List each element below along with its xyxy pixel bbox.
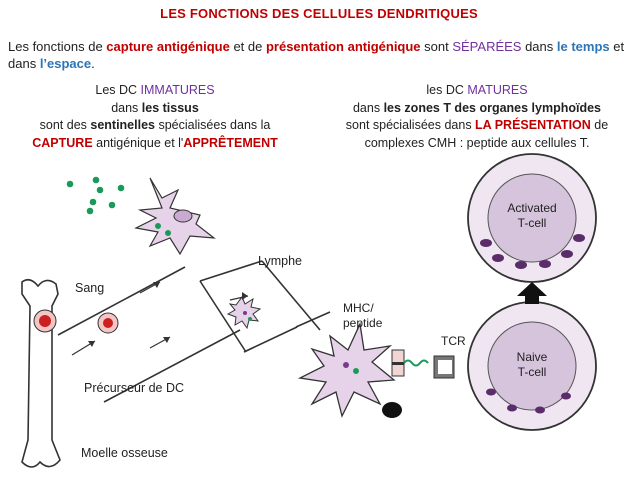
activation-arrow (517, 282, 547, 304)
label-moelle: Moelle osseuse (81, 446, 168, 460)
presentation-term: présentation antigénique (265, 39, 421, 54)
peptide (403, 359, 429, 367)
label-tcr: TCR (441, 334, 466, 348)
antigen-dots (66, 176, 125, 215)
label-precurseur: Précurseur de DC (84, 381, 185, 395)
label-lymphe: Lymphe (258, 254, 303, 268)
separees-term: SÉPARÉES (452, 39, 522, 54)
capture-term: capture antigénique (106, 39, 230, 54)
costimulatory-molecule (382, 402, 402, 418)
intro-text: Les fonctions de capture antigénique et … (8, 39, 625, 71)
label-sang: Sang (75, 281, 105, 295)
bone-marrow-tube (21, 278, 61, 468)
page-title: LES FONCTIONS DES CELLULES DENDRITIQUES (160, 6, 478, 21)
mature-dc-description: les DC MATURES dans les zones T des orga… (345, 83, 609, 150)
immature-dc-description: Les DC IMMATURES dans les tissus sont de… (32, 83, 278, 150)
mature-dc (297, 321, 396, 418)
label-mhc-peptide: MHC/peptide (343, 301, 383, 330)
